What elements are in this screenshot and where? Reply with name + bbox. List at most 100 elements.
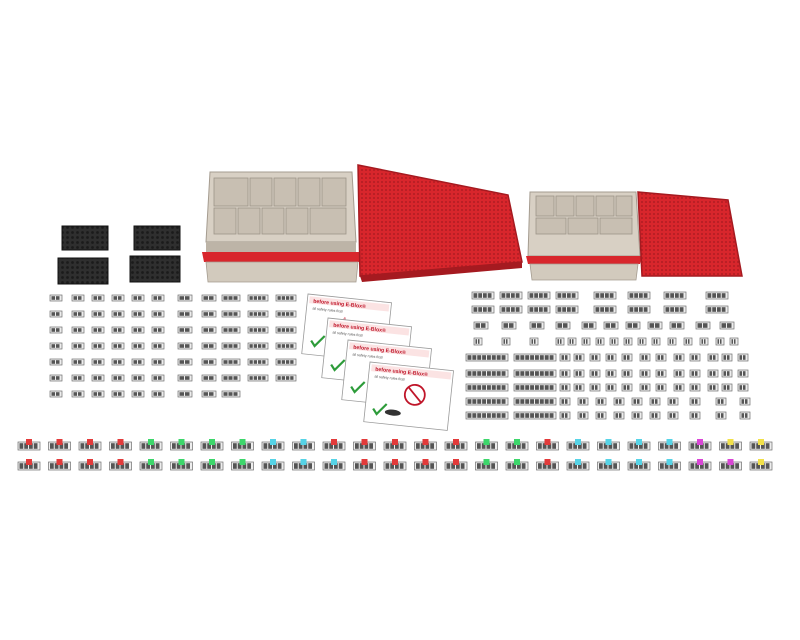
stud-mark: [607, 371, 610, 376]
stud-mark: [78, 296, 82, 300]
stud-mark: [561, 399, 564, 404]
stud-mark: [672, 339, 674, 344]
stud-mark: [233, 463, 237, 469]
stud-mark: [90, 443, 94, 449]
stud-mark: [506, 339, 508, 344]
stud-mark: [93, 392, 97, 396]
stud-mark: [583, 339, 585, 344]
stud-mark: [691, 399, 694, 404]
stud-mark: [595, 355, 598, 360]
stud-mark: [176, 443, 181, 449]
stud-mark: [515, 355, 520, 360]
led-light: [483, 459, 490, 465]
stud-mark: [605, 293, 609, 298]
stud-mark: [153, 344, 157, 348]
check-icon: [350, 381, 366, 394]
stud-mark: [228, 360, 233, 364]
stud-mark: [645, 385, 648, 390]
stud-mark: [80, 443, 85, 449]
stud-mark: [627, 323, 632, 328]
stud-mark: [85, 443, 89, 449]
stud-mark: [491, 463, 495, 469]
stud-mark: [695, 443, 699, 449]
stud-mark: [228, 344, 233, 348]
stud-mark: [460, 443, 465, 449]
stud-mark: [98, 360, 102, 364]
stud-mark: [661, 385, 664, 390]
stud-mark: [591, 385, 594, 390]
stud-mark: [529, 293, 534, 298]
stud-mark: [611, 371, 614, 376]
stud-mark: [78, 376, 82, 380]
stud-mark: [627, 385, 630, 390]
stud-mark: [525, 371, 530, 376]
stud-mark: [78, 328, 82, 332]
stud-mark: [727, 385, 730, 390]
stud-mark: [294, 443, 298, 449]
stud-mark: [639, 463, 643, 469]
led-light: [666, 439, 673, 445]
stud-mark: [430, 463, 434, 469]
stud-mark: [657, 371, 660, 376]
stud-mark: [247, 443, 251, 449]
stud-mark: [203, 344, 208, 348]
stud-mark: [416, 443, 420, 449]
led-light: [87, 439, 93, 445]
stud-mark: [704, 463, 709, 469]
stud-mark: [118, 296, 122, 300]
stud-mark: [609, 307, 614, 312]
stud-mark: [641, 385, 644, 390]
stud-mark: [113, 328, 117, 332]
stud-mark: [118, 344, 122, 348]
stud-mark: [98, 344, 102, 348]
stud-mark: [473, 307, 478, 312]
led-light: [483, 439, 490, 445]
led-light: [117, 439, 124, 445]
stud-mark: [517, 443, 521, 449]
stud-mark: [185, 328, 190, 332]
stud-mark: [242, 463, 247, 469]
stud-mark: [751, 443, 756, 449]
stud-mark: [430, 443, 434, 449]
stud-mark: [673, 413, 676, 418]
stud-mark: [660, 463, 664, 469]
stud-mark: [525, 355, 530, 360]
stud-mark: [125, 463, 129, 469]
stud-mark: [203, 360, 208, 364]
stud-mark: [544, 385, 549, 390]
stud-mark: [115, 443, 120, 449]
led-light: [697, 439, 703, 445]
stud-mark: [608, 463, 613, 469]
stud-mark: [539, 307, 543, 312]
stud-mark: [538, 463, 542, 469]
stud-mark: [639, 443, 643, 449]
stud-mark: [605, 307, 609, 312]
stud-mark: [51, 312, 55, 316]
stud-mark: [741, 399, 744, 404]
stud-mark: [690, 443, 695, 449]
stud-mark: [475, 323, 480, 328]
stud-mark: [651, 399, 654, 404]
led-light: [148, 439, 154, 445]
stud-mark: [599, 463, 603, 469]
stud-mark: [258, 360, 262, 364]
stud-mark: [765, 443, 770, 449]
stud-mark: [639, 293, 643, 298]
stud-mark: [511, 307, 515, 312]
stud-mark: [552, 443, 556, 449]
stud-mark: [535, 413, 539, 418]
stud-mark: [277, 360, 281, 364]
stud-mark: [294, 463, 298, 469]
stud-mark: [491, 385, 496, 390]
stud-mark: [529, 307, 534, 312]
stud-mark: [359, 443, 364, 449]
stud-mark: [601, 399, 604, 404]
stud-mark: [712, 307, 716, 312]
stud-mark: [56, 296, 60, 300]
stud-mark: [677, 323, 682, 328]
stud-mark: [185, 360, 190, 364]
stud-mark: [487, 355, 491, 360]
stud-mark: [539, 399, 544, 404]
stud-mark: [151, 463, 155, 469]
stud-mark: [613, 443, 617, 449]
